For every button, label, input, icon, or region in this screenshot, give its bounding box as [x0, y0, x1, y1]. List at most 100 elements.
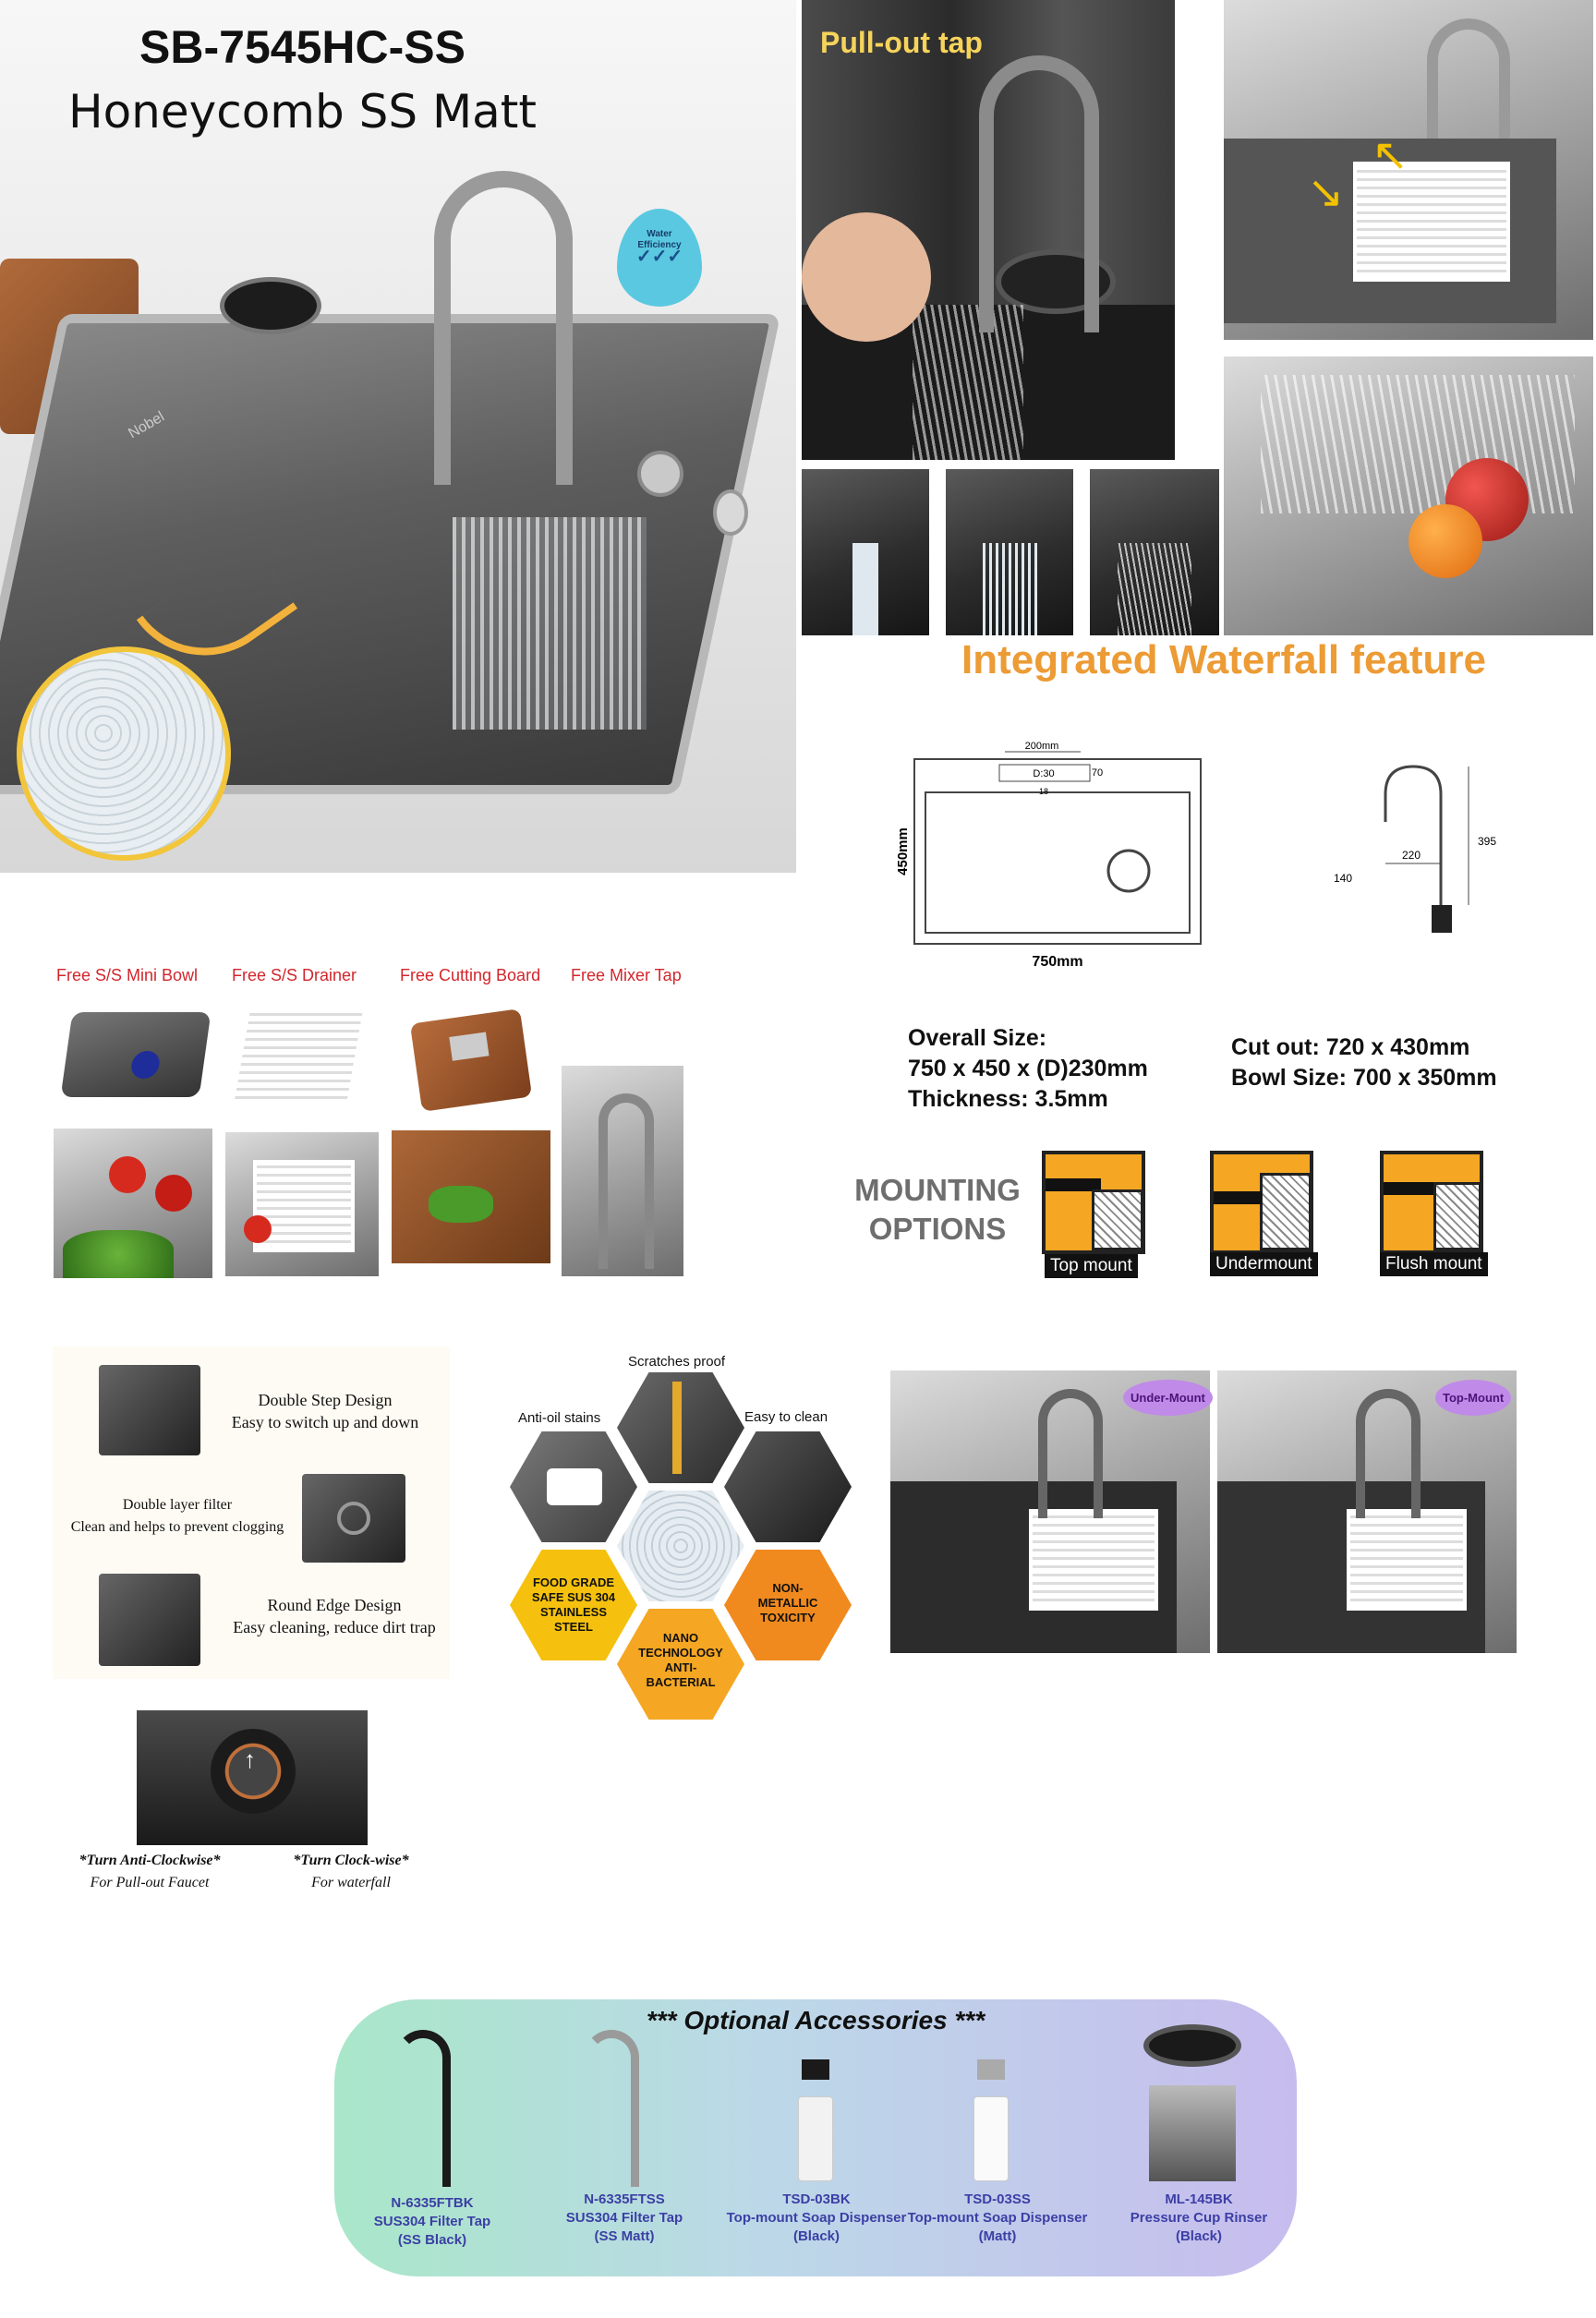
sink-rim [1214, 1191, 1262, 1204]
honeycomb-hex [617, 1491, 744, 1601]
dispenser-head [802, 2059, 829, 2080]
tap-base-label: 140 [1334, 872, 1352, 885]
soap-dispenser-image [713, 489, 748, 536]
specs-cutout: Cut out: 720 x 430mm Bowl Size: 700 x 35… [1231, 1032, 1497, 1093]
product-code: SB-7545HC-SS [139, 21, 466, 73]
counter-hatch [1260, 1173, 1312, 1250]
filter-image [302, 1474, 405, 1563]
clockwise-title: *Turn Clock-wise* [293, 1853, 409, 1868]
sink-drainer-photo: ↖ ↘ [1224, 0, 1593, 340]
spray-mode-2-photo [946, 469, 1073, 635]
free-bowl-label: Free S/S Mini Bowl [56, 966, 199, 984]
tomato-image [244, 1215, 272, 1243]
top-mount-photo [1217, 1370, 1517, 1653]
counter-hatch [1433, 1182, 1481, 1250]
arrow-icon: ↖ [1372, 131, 1409, 180]
faucet-image [598, 1093, 654, 1269]
mount-option-under: Undermount [1210, 1252, 1318, 1276]
spray-mode-1-photo [802, 469, 929, 635]
food-grade-label: FOOD GRADE SAFE SUS 304 STAINLESS STEEL [531, 1576, 616, 1634]
drainer-basket [1353, 162, 1510, 282]
checkmark-icon: ✓✓✓ [635, 247, 683, 267]
control-knob-image [637, 451, 683, 497]
accessories-title: *** Optional Accessories *** [646, 2006, 985, 2034]
cutting-board-image [409, 1008, 533, 1112]
non-metallic-hex [724, 1550, 852, 1660]
accessory-item-3: TSD-03BK Top-mount Soap Dispenser (Black… [726, 2191, 907, 2244]
hero-image: Nobel Water Efficiency ✓✓✓ SB-7545HC-SS … [0, 0, 796, 873]
drain-icon [129, 1051, 162, 1079]
top-label: 200mm [1025, 741, 1059, 752]
tap-outline [1384, 765, 1443, 905]
honeycomb-zoom-image [17, 646, 231, 861]
drain-icon [1106, 849, 1151, 893]
pullout-label: Pull-out tap [820, 26, 983, 59]
hand-image [802, 212, 931, 342]
sink-dimension-diagram: 200mm D:30 70 18 450mm 750mm [896, 741, 1202, 970]
orange-image [1409, 504, 1482, 578]
clockwise-subtitle: For waterfall [311, 1875, 391, 1890]
lettuce-image [63, 1230, 174, 1278]
anti-clockwise-subtitle: For Pull-out Faucet [90, 1875, 210, 1890]
nano-label: NANO TECHNOLOGY ANTI-BACTERIAL [638, 1631, 723, 1689]
sink-rim [1384, 1182, 1435, 1195]
faucet-image [1427, 18, 1510, 175]
dispenser-bottle [973, 2096, 1009, 2181]
rinser-cup [1149, 2085, 1236, 2181]
arrow-up-icon: ↑ [244, 1745, 256, 1773]
drainer-basket [1029, 1509, 1158, 1611]
width-label: 750mm [1032, 954, 1082, 970]
tomato-image [109, 1156, 146, 1193]
bowl-usage-photo [54, 1129, 212, 1278]
bowl-size: Bowl Size: 700 x 350mm [1231, 1065, 1497, 1091]
features-panel: Double Step Design Easy to switch up and… [53, 1346, 450, 1679]
knob-dial: ↑ [211, 1729, 296, 1814]
top-mount-label: Top-Mount [1435, 1380, 1512, 1416]
free-drainer-label: Free S/S Drainer [232, 966, 357, 984]
waterfall-title: Integrated Waterfall feature [961, 637, 1487, 682]
round-edge-image [99, 1574, 200, 1666]
under-mount-photo [890, 1370, 1210, 1653]
basin-outline [925, 791, 1191, 934]
scratches-caption: Scratches proof [628, 1354, 726, 1370]
water-stream [852, 543, 878, 635]
cup-rinser-image [1143, 2024, 1241, 2189]
vegetable-image [429, 1186, 493, 1223]
easy-clean-caption: Easy to clean [744, 1409, 828, 1425]
drainer-basket [253, 1160, 355, 1252]
accessory-item-1: N-6335FTBK SUS304 Filter Tap (SS Black) [373, 2195, 491, 2248]
faucet-image [979, 55, 1099, 332]
rinser-top [1143, 2024, 1241, 2067]
accessory-item-4: TSD-03SS Top-mount Soap Dispenser (Matt) [907, 2191, 1088, 2244]
filter-tap-black-image [388, 2030, 462, 2196]
accessory-item-5: ML-145BK Pressure Cup Rinser (Black) [1130, 2191, 1268, 2244]
cloth-icon [547, 1468, 602, 1505]
cup-rinser-image [220, 277, 321, 334]
non-metallic-label: NON-METALLIC TOXICITY [757, 1581, 818, 1624]
knife-icon [449, 1032, 490, 1061]
filter-tap-matt-image [574, 2030, 658, 2196]
specs-overall: Overall Size: 750 x 450 x (D)230mm Thick… [908, 1023, 1148, 1115]
mini-bowl-image [60, 1012, 212, 1097]
cutout: Cut out: 720 x 430mm [1231, 1034, 1470, 1060]
under-mount-label: Under-Mount [1123, 1380, 1213, 1416]
drainer-basket [1347, 1509, 1467, 1611]
water-efficiency-badge: Water Efficiency ✓✓✓ [617, 209, 702, 307]
spray-mode-3-photo [1090, 469, 1219, 635]
hole-label: D:30 [1033, 768, 1054, 779]
food-grade-hex [510, 1550, 637, 1660]
anti-clockwise-title: *Turn Anti-Clockwise* [79, 1853, 221, 1868]
counter-hatch [1092, 1189, 1143, 1250]
accessory-item-2: N-6335FTSS SUS304 Filter Tap (SS Matt) [565, 2191, 683, 2244]
soap-dispenser-black-image [794, 2059, 837, 2183]
dispenser-head [977, 2059, 1005, 2080]
board-usage-photo [392, 1130, 550, 1263]
side-label: 70 [1092, 767, 1103, 779]
height-label: 450mm [896, 827, 911, 875]
tap-holes [998, 764, 1091, 782]
waterfall-image [453, 517, 647, 730]
overall-label: Overall Size: [908, 1025, 1047, 1051]
faucet-image [434, 171, 573, 485]
mount-option-flush: Flush mount [1380, 1252, 1488, 1276]
top-mount-diagram [1042, 1151, 1145, 1254]
